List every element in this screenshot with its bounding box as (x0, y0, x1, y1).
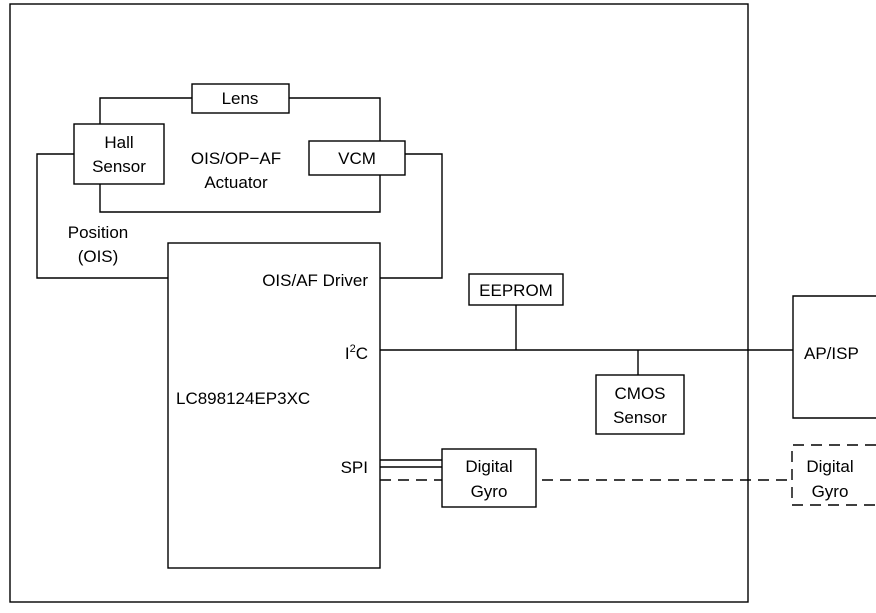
i2c-base: I (345, 344, 350, 363)
chip-name-label: LC898124EP3XC (176, 389, 310, 408)
i2c-suffix: C (356, 344, 368, 363)
wire-hall-to-lens (99, 97, 192, 124)
lens-block (191, 83, 290, 114)
i2c-pin-label: I2C (345, 343, 368, 363)
digital-gyro-block (441, 448, 537, 508)
position-label-line2: (OIS) (78, 247, 119, 266)
vcm-block (308, 140, 406, 176)
eeprom-block (468, 273, 564, 306)
cmos-sensor-block (595, 374, 685, 435)
wire-actuator-bottom-loop (99, 175, 381, 213)
ap-isp-label: AP/ISP (804, 344, 859, 363)
hall-sensor-label-line1: Hall (104, 133, 133, 152)
position-label-line1: Position (68, 223, 128, 242)
spi-pin-label: SPI (341, 458, 368, 477)
actuator-label-line1: OIS/OP−AF (191, 149, 281, 168)
eeprom-label: EEPROM (479, 281, 553, 300)
digital-gyro-external-label-line1: Digital (806, 457, 853, 476)
digital-gyro-external-label-line2: Gyro (812, 482, 849, 501)
digital-gyro-external-block (791, 444, 876, 506)
wire-driver-to-vcm (380, 153, 443, 279)
i2c-superscript: 2 (350, 343, 356, 355)
vcm-label: VCM (338, 149, 376, 168)
digital-gyro-label-line1: Digital (465, 457, 512, 476)
hall-sensor-block (73, 123, 165, 185)
wire-position-feedback (36, 153, 168, 279)
lens-label: Lens (222, 89, 259, 108)
wire-lens-to-vcm (289, 97, 381, 141)
ois-af-driver-label: OIS/AF Driver (262, 271, 368, 290)
hall-sensor-label-line2: Sensor (92, 157, 146, 176)
actuator-label-line2: Actuator (204, 173, 268, 192)
cmos-sensor-label-line2: Sensor (613, 408, 667, 427)
cmos-sensor-label-line1: CMOS (615, 384, 666, 403)
driver-ic-block (167, 242, 381, 569)
ap-isp-block (792, 295, 876, 419)
digital-gyro-label-line2: Gyro (471, 482, 508, 501)
